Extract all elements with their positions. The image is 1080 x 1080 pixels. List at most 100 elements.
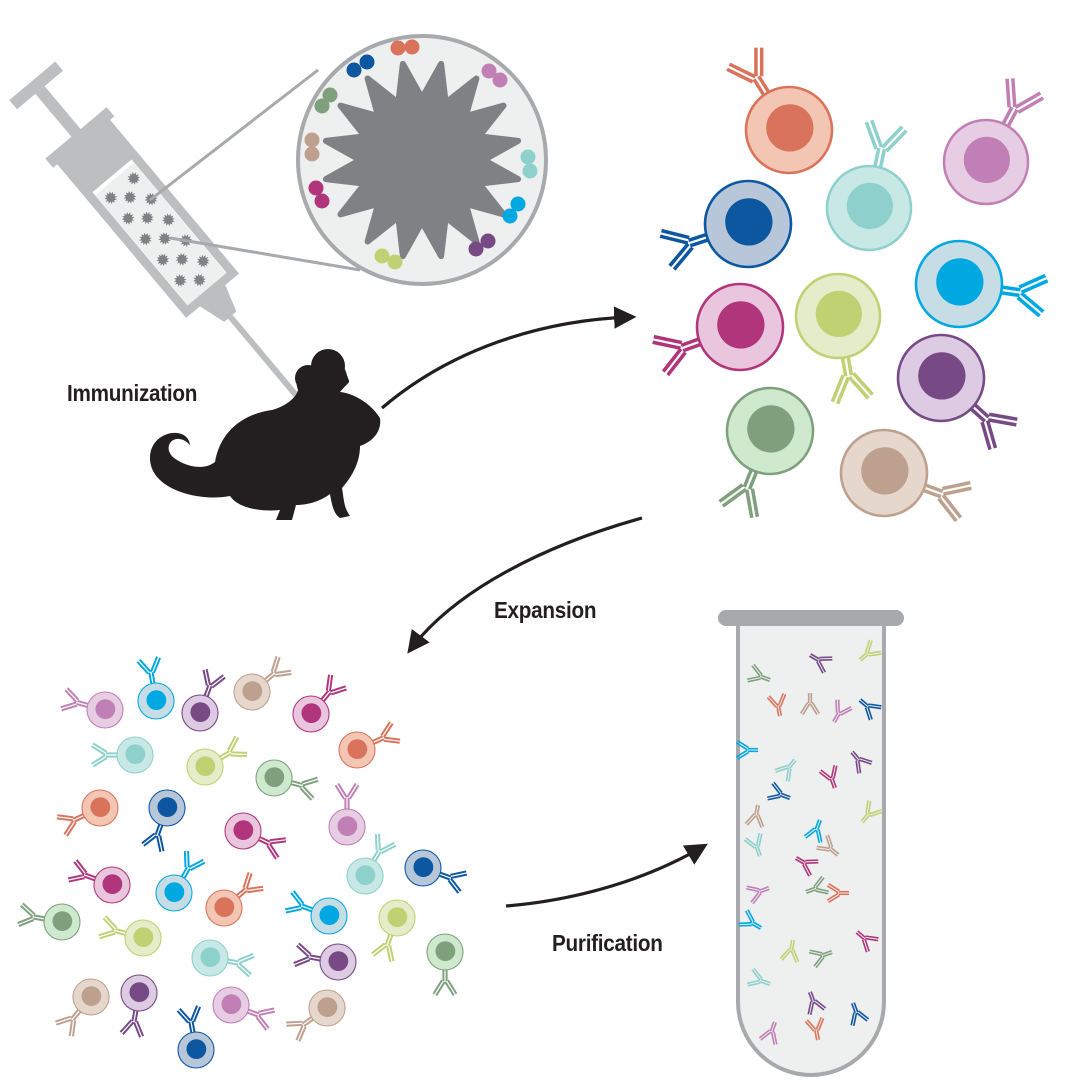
antibody-icon-green [805, 875, 829, 895]
b-cell-orchid [60, 687, 124, 729]
b-cell-salmon [205, 872, 264, 927]
antibody-icon [967, 401, 1018, 451]
b-cell-salmon [338, 721, 401, 769]
b-cell-green [17, 902, 81, 941]
antibody-icon-magenta [794, 856, 819, 877]
antibody-icon [370, 721, 401, 746]
antibody-icon-tan [816, 834, 840, 857]
antibody-icon [432, 968, 458, 997]
antibody-icon [284, 890, 315, 914]
b-cell-teal [825, 119, 913, 252]
antibody-icon [180, 850, 206, 880]
antibody-icon-navy [767, 781, 791, 801]
antibody-icon [334, 782, 360, 811]
antibody-icon-plum [807, 991, 827, 1015]
b-cell-plum [896, 333, 1018, 451]
mouse-silhouette [150, 349, 381, 520]
b-cell-lime [186, 735, 248, 786]
test-tube [718, 610, 904, 1077]
arrow-mouse-to-cells [380, 306, 637, 410]
antibody-icon-lime [860, 800, 883, 824]
antibody-icon [90, 742, 119, 768]
b-cell-sky [136, 656, 175, 720]
b-cell-orchid [942, 78, 1045, 206]
antibody-icon-tan [744, 804, 765, 828]
expanded-b-cells [17, 656, 468, 1069]
b-cell-sky [914, 239, 1049, 329]
antibody-icon [718, 465, 760, 519]
antibody-icon-green [809, 949, 833, 969]
b-cell-sky [155, 850, 206, 912]
antibody-icon [55, 1008, 83, 1037]
antibody-icon-sky [735, 740, 758, 760]
antibody-icon [319, 674, 347, 703]
antibody-icon-green [747, 663, 771, 683]
antibody-icon-tan [800, 693, 820, 716]
b-cell-lime [794, 272, 882, 405]
antibody-icon [437, 870, 468, 894]
antibody-icon [60, 687, 90, 712]
b-cell-magenta [67, 859, 131, 904]
antibody-icon [136, 656, 162, 686]
antigen-zoom-circle [296, 34, 548, 286]
antibody-icon-salmon [766, 693, 787, 717]
b-cell-salmon [56, 789, 119, 837]
b-cell-plum [181, 668, 226, 732]
antibody-icon-orchid [832, 699, 853, 724]
antibody-icon-teal [774, 758, 797, 782]
b-cell-navy [404, 849, 468, 894]
antibody-icon [263, 656, 292, 684]
antibody-icon-lime [858, 639, 882, 662]
arrow-expansion [407, 516, 643, 654]
antibody-icon-navy [850, 1002, 870, 1026]
antibody-icon-orchid [746, 885, 770, 905]
antibody-icon-navy [858, 698, 882, 721]
antibody-icon-plum [808, 653, 833, 674]
antibody-icon-lime [779, 939, 800, 963]
b-cell-plum [293, 942, 357, 981]
antibody-icon [225, 952, 255, 978]
arrow-purification [505, 843, 708, 908]
antibody-icon-magenta [855, 930, 879, 953]
antibody-icon [245, 1007, 276, 1031]
antibody-icon [176, 1005, 202, 1035]
antibody-icon-magenta [818, 765, 838, 789]
antibody-icon-sky [738, 909, 763, 930]
b-cell-green [255, 759, 319, 801]
antibody-icon-teal [747, 967, 771, 987]
b-cell-magenta [652, 282, 785, 377]
antibody-icon-salmon [804, 1017, 825, 1041]
antibody-icon [56, 812, 87, 837]
antibody-icon [371, 833, 397, 863]
b-cell-green [426, 933, 464, 997]
antibody-icon [293, 942, 323, 968]
antibody-icon [652, 334, 705, 377]
b-cell-teal [346, 833, 397, 895]
b-cell-orchid [328, 782, 366, 846]
b-cell-sky [284, 890, 348, 935]
b-cell-lime [371, 899, 416, 963]
b-cell-tan [839, 428, 972, 523]
purification-label: Purification [552, 930, 663, 956]
antibody-icon-salmon [826, 883, 849, 903]
b-cell-navy [141, 789, 186, 853]
antibody-icon [141, 822, 165, 853]
b-cell-navy [659, 179, 793, 271]
antibody-icon [235, 872, 264, 900]
antibody-icon [119, 1008, 145, 1038]
b-cell-salmon [726, 47, 834, 175]
antibody-icon [371, 932, 395, 963]
arrows [380, 306, 708, 908]
immunization-label: Immunization [67, 380, 198, 406]
b-cell-navy [176, 1005, 215, 1069]
b-cell-lime [98, 915, 162, 957]
antibody-icon [202, 668, 226, 699]
b-cell-magenta [292, 674, 347, 733]
b-cell-tan [286, 989, 346, 1042]
zoom-callout-lines [149, 68, 361, 272]
antibody-icon [997, 273, 1049, 318]
b-cell-green [718, 386, 815, 519]
b-cell-tan [55, 978, 110, 1037]
purified-antibodies [735, 639, 883, 1045]
